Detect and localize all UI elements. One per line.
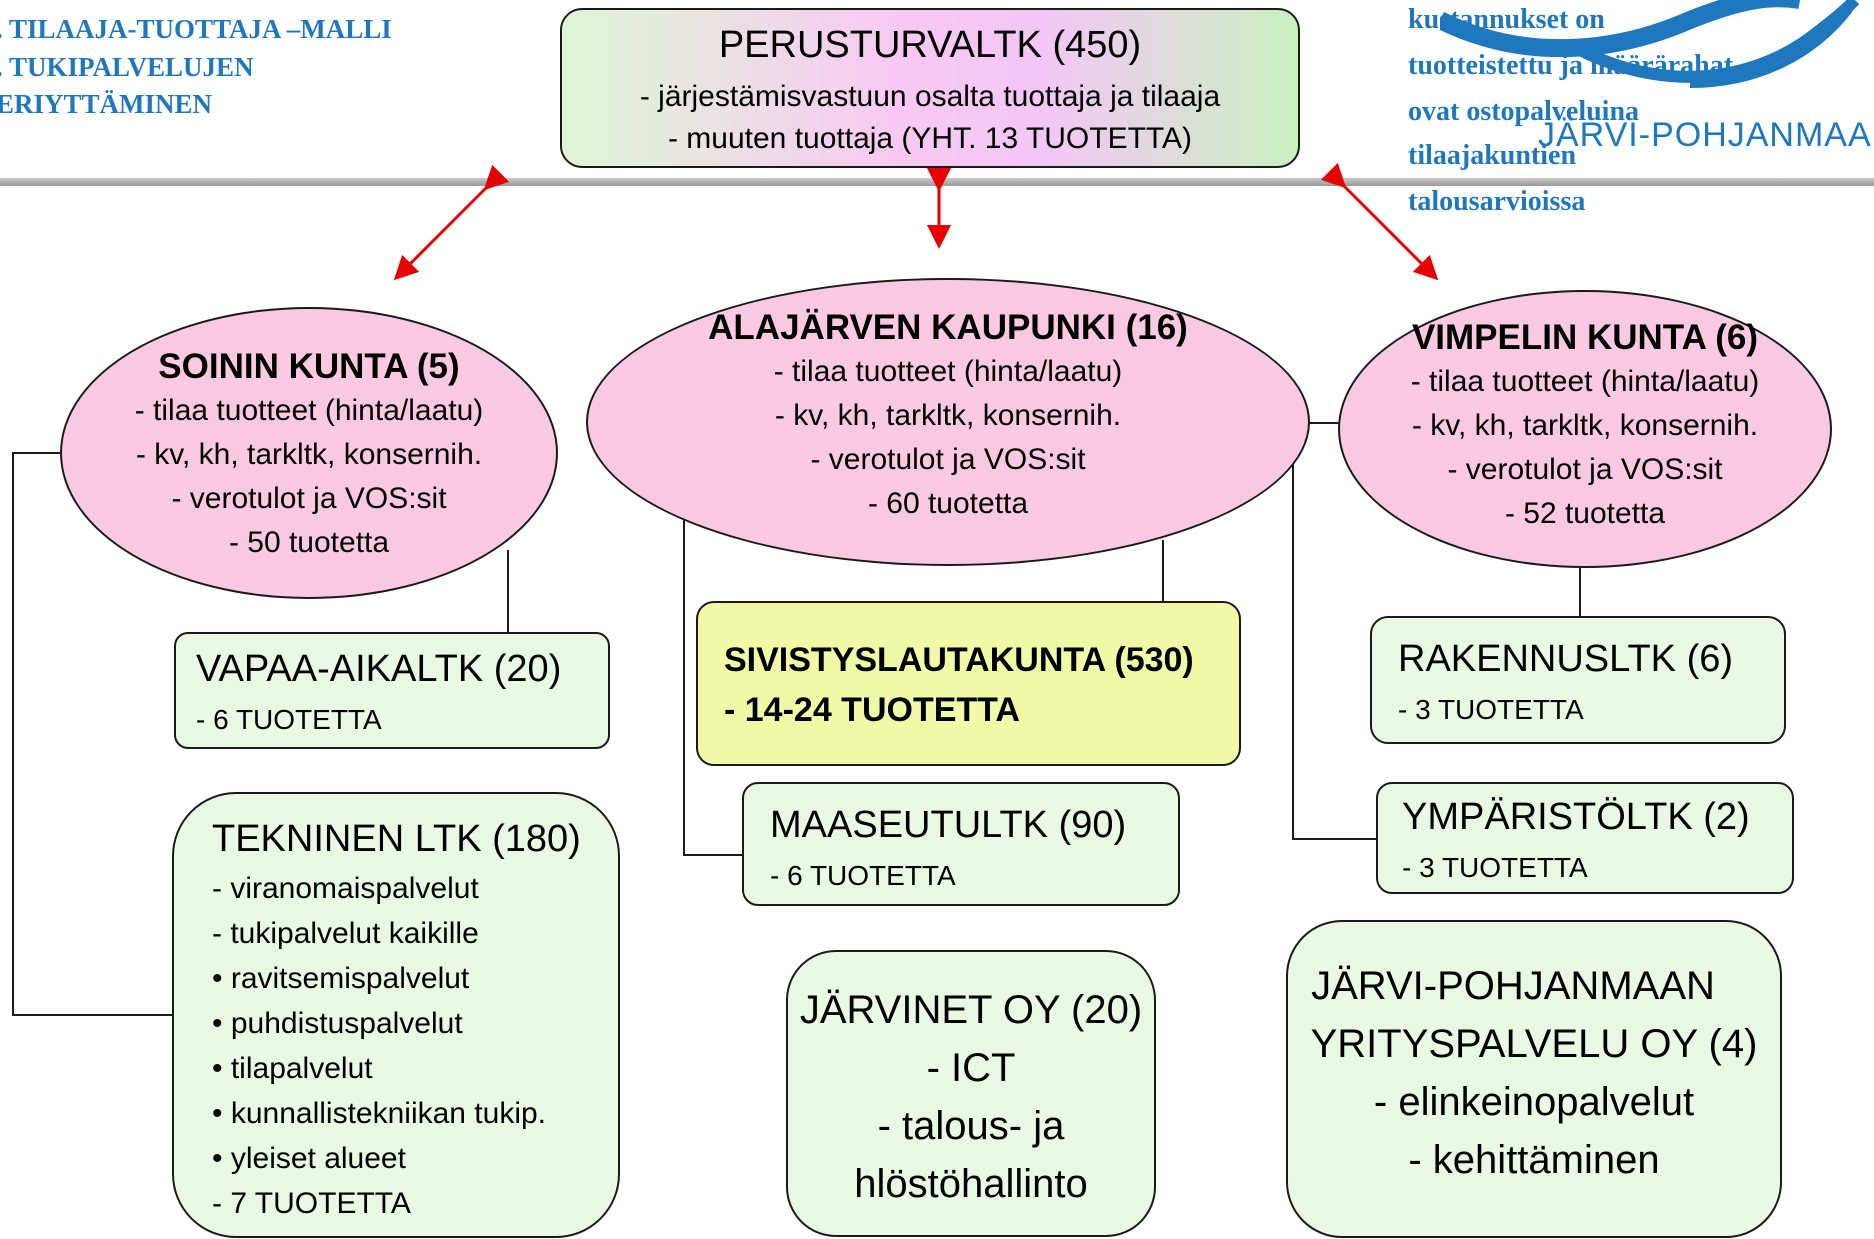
tekninen-item: - viranomaispalvelut	[212, 872, 479, 905]
jarvi-pohjanmaa-logo-waves	[1440, 0, 1860, 88]
rakennusltk-sub: - 3 TUOTETTA	[1398, 694, 1584, 725]
yrityspalvelu-line: JÄRVI-POHJANMAAN	[1311, 964, 1715, 1008]
perusturva-title: PERUSTURVALTK (450)	[718, 24, 1142, 66]
note-text-1: kustannukset on	[1408, 4, 1605, 35]
tekninen-ltk-title: TEKNINEN LTK (180)	[212, 818, 581, 860]
connector-soini-tekninen-h1	[12, 452, 62, 454]
yrityspalvelu-line: - elinkeinopalvelut	[1373, 1080, 1695, 1124]
header-text-line2: . TUKIPALVELUJEN	[0, 52, 254, 82]
note-text-5: talousarvioissa	[1408, 186, 1586, 217]
ymparistoltk-title: YMPÄRISTÖLTK (2)	[1402, 796, 1750, 838]
connector-soini-vapaa	[507, 550, 509, 633]
vapaa-aikaltk-sub: - 6 TUOTETTA	[196, 704, 382, 735]
perusturva-line1: - järjestämisvastuun osalta tuottaja ja …	[639, 80, 1221, 113]
jarvinet-line: JÄRVINET OY (20)	[799, 988, 1143, 1032]
connector-vimpeli-ymparisto-h1	[1292, 422, 1342, 424]
ymparistoltk-box: YMPÄRISTÖLTK (2) - 3 TUOTETTA	[1376, 782, 1794, 894]
yrityspalvelu-box: JÄRVI-POHJANMAAN YRITYSPALVELU OY (4) - …	[1286, 920, 1782, 1238]
header-text-line1: . TILAAJA-TUOTTAJA –MALLI	[0, 14, 392, 44]
perusturva-line2: - muuten tuottaja (YHT. 13 TUOTETTA)	[667, 122, 1193, 155]
soini-item: - kv, kh, tarkltk, konsernih.	[135, 438, 483, 471]
rakennusltk-title: RAKENNUSLTK (6)	[1398, 638, 1734, 680]
tekninen-item: - tukipalvelut kaikille	[212, 917, 479, 950]
arrow-soini	[393, 164, 510, 281]
connector-soini-tekninen-h2	[12, 1014, 174, 1016]
tekninen-item: • kunnallistekniikan tukip.	[212, 1097, 547, 1130]
alajarvi-title: ALAJÄRVEN KAUPUNKI (16)	[708, 308, 1188, 347]
vimpeli-item: - kv, kh, tarkltk, konsernih.	[1411, 409, 1759, 442]
note-text-2: tuotteistettu ja määrärahat	[1408, 50, 1734, 81]
alajarvi-item: - kv, kh, tarkltk, konsernih.	[774, 399, 1122, 432]
tekninen-item: • tilapalvelut	[212, 1052, 373, 1085]
tekninen-item: • ravitsemispalvelut	[212, 962, 470, 995]
sivistyslautakunta-sub: - 14-24 TUOTETTA	[724, 691, 1020, 729]
vimpeli-title: VIMPELIN KUNTA (6)	[1411, 318, 1759, 357]
alajarvi-item: - verotulot ja VOS:sit	[810, 443, 1086, 476]
jarvinet-line: hlöstöhallinto	[854, 1162, 1088, 1206]
tekninen-item: - 7 TUOTETTA	[212, 1187, 411, 1220]
soini-item: - verotulot ja VOS:sit	[171, 482, 447, 515]
yrityspalvelu-line: - kehittäminen	[1408, 1138, 1660, 1182]
connector-vimpeli-ymparisto-h2	[1292, 838, 1378, 840]
rakennusltk-box: RAKENNUSLTK (6) - 3 TUOTETTA	[1370, 616, 1786, 744]
jarvinet-line: - talous- ja	[877, 1104, 1065, 1148]
vimpeli-item: - tilaa tuotteet (hinta/laatu)	[1410, 365, 1760, 398]
maaseutultk-box: MAASEUTULTK (90) - 6 TUOTETTA	[742, 782, 1180, 906]
sivistyslautakunta-box: SIVISTYSLAUTAKUNTA (530) - 14-24 TUOTETT…	[696, 601, 1241, 766]
note-text-4: tilaajakuntien	[1408, 140, 1577, 171]
perusturva-box: PERUSTURVALTK (450) - järjestämisvastuun…	[560, 8, 1300, 168]
connector-soini-tekninen-v	[12, 452, 14, 1016]
alajarvi-item: - 60 tuotetta	[867, 487, 1029, 520]
tekninen-item: • yleiset alueet	[212, 1142, 406, 1175]
ymparistoltk-sub: - 3 TUOTETTA	[1402, 852, 1588, 883]
tekninen-ltk-box: TEKNINEN LTK (180) - viranomaispalvelut …	[172, 792, 620, 1238]
soini-ellipse: SOININ KUNTA (5) - tilaa tuotteet (hinta…	[60, 307, 558, 599]
connector-alajarvi-maaseutu-v	[683, 520, 685, 856]
soini-item: - tilaa tuotteet (hinta/laatu)	[134, 394, 484, 427]
jarvinet-line: - ICT	[926, 1046, 1016, 1090]
connector-alajarvi-maaseutu-h	[683, 854, 745, 856]
vimpeli-item: - 52 tuotetta	[1504, 497, 1666, 530]
logo-text: JÄRVI-POHJANMAA	[1538, 116, 1872, 154]
sivistyslautakunta-title: SIVISTYSLAUTAKUNTA (530)	[724, 641, 1194, 679]
maaseutultk-sub: - 6 TUOTETTA	[770, 860, 956, 891]
vapaa-aikaltk-box: VAPAA-AIKALTK (20) - 6 TUOTETTA	[174, 632, 610, 749]
jarvinet-box: JÄRVINET OY (20) - ICT - talous- ja hlös…	[786, 950, 1156, 1237]
soini-title: SOININ KUNTA (5)	[158, 347, 460, 386]
connector-vimpeli-rakennus	[1579, 565, 1581, 617]
alajarvi-item: - tilaa tuotteet (hinta/laatu)	[773, 355, 1123, 388]
maaseutultk-title: MAASEUTULTK (90)	[770, 804, 1127, 846]
vapaa-aikaltk-title: VAPAA-AIKALTK (20)	[196, 648, 562, 690]
note-text-3: ovat ostopalveluina	[1408, 96, 1640, 127]
yrityspalvelu-line: YRITYSPALVELU OY (4)	[1310, 1022, 1758, 1066]
tekninen-item: • puhdistuspalvelut	[212, 1007, 463, 1040]
alajarvi-ellipse: ALAJÄRVEN KAUPUNKI (16) - tilaa tuotteet…	[586, 278, 1310, 566]
connector-alajarvi-sivistys	[1162, 540, 1164, 602]
separator-bar	[0, 178, 1874, 186]
vimpeli-item: - verotulot ja VOS:sit	[1447, 453, 1723, 486]
connector-vimpeli-ymparisto-v	[1292, 422, 1294, 840]
soini-item: - 50 tuotetta	[228, 526, 390, 559]
vimpeli-ellipse: VIMPELIN KUNTA (6) - tilaa tuotteet (hin…	[1338, 290, 1832, 568]
header-text-line3: ERIYTTÄMINEN	[0, 89, 213, 119]
